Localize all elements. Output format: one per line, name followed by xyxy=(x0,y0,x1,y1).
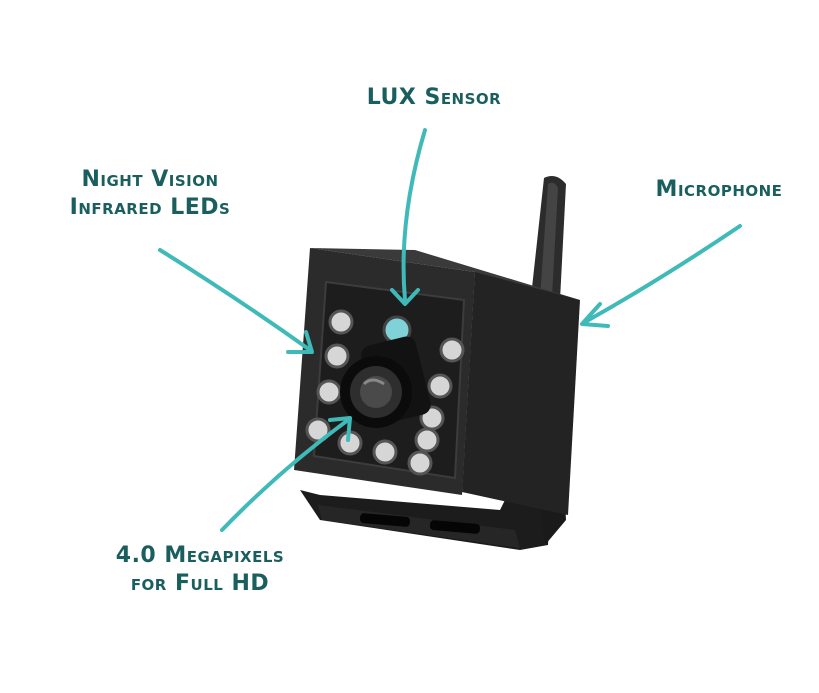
antenna xyxy=(530,176,566,306)
arrow-mic xyxy=(583,224,742,324)
microphone-label-text: Microphone xyxy=(655,177,783,202)
arrow-mp-head xyxy=(328,416,352,442)
arrow-lux-head xyxy=(390,288,420,306)
night-vision-label: Night Vision Infrared LEDs xyxy=(60,166,240,221)
led xyxy=(414,427,440,453)
microphone-label: Microphone xyxy=(634,176,804,204)
annotation-arrows xyxy=(158,128,742,532)
led xyxy=(439,337,465,363)
night-vision-label-line2: Infrared LEDs xyxy=(69,194,231,220)
lux-sensor-label-text: LUX Sensor xyxy=(366,85,502,110)
arrow-night xyxy=(158,248,312,352)
arrow-lux xyxy=(401,128,427,302)
led xyxy=(427,373,453,399)
infrared-leds xyxy=(305,309,465,476)
night-vision-label-line1: Night Vision xyxy=(81,167,219,192)
megapixels-label: 4.0 Megapixels for Full HD xyxy=(100,542,300,597)
arrow-mp xyxy=(220,418,350,532)
arrow-mic-head xyxy=(580,302,610,328)
led xyxy=(407,450,433,476)
led xyxy=(328,309,354,335)
lux-sensor-label: LUX Sensor xyxy=(344,84,524,112)
arrow-night-head xyxy=(286,330,314,354)
megapixels-label-line1: 4.0 Megapixels xyxy=(115,543,285,568)
led xyxy=(316,379,342,405)
led xyxy=(372,439,398,465)
led xyxy=(324,343,350,369)
megapixels-label-line2: for Full HD xyxy=(130,570,270,596)
camera-lens xyxy=(340,336,431,428)
